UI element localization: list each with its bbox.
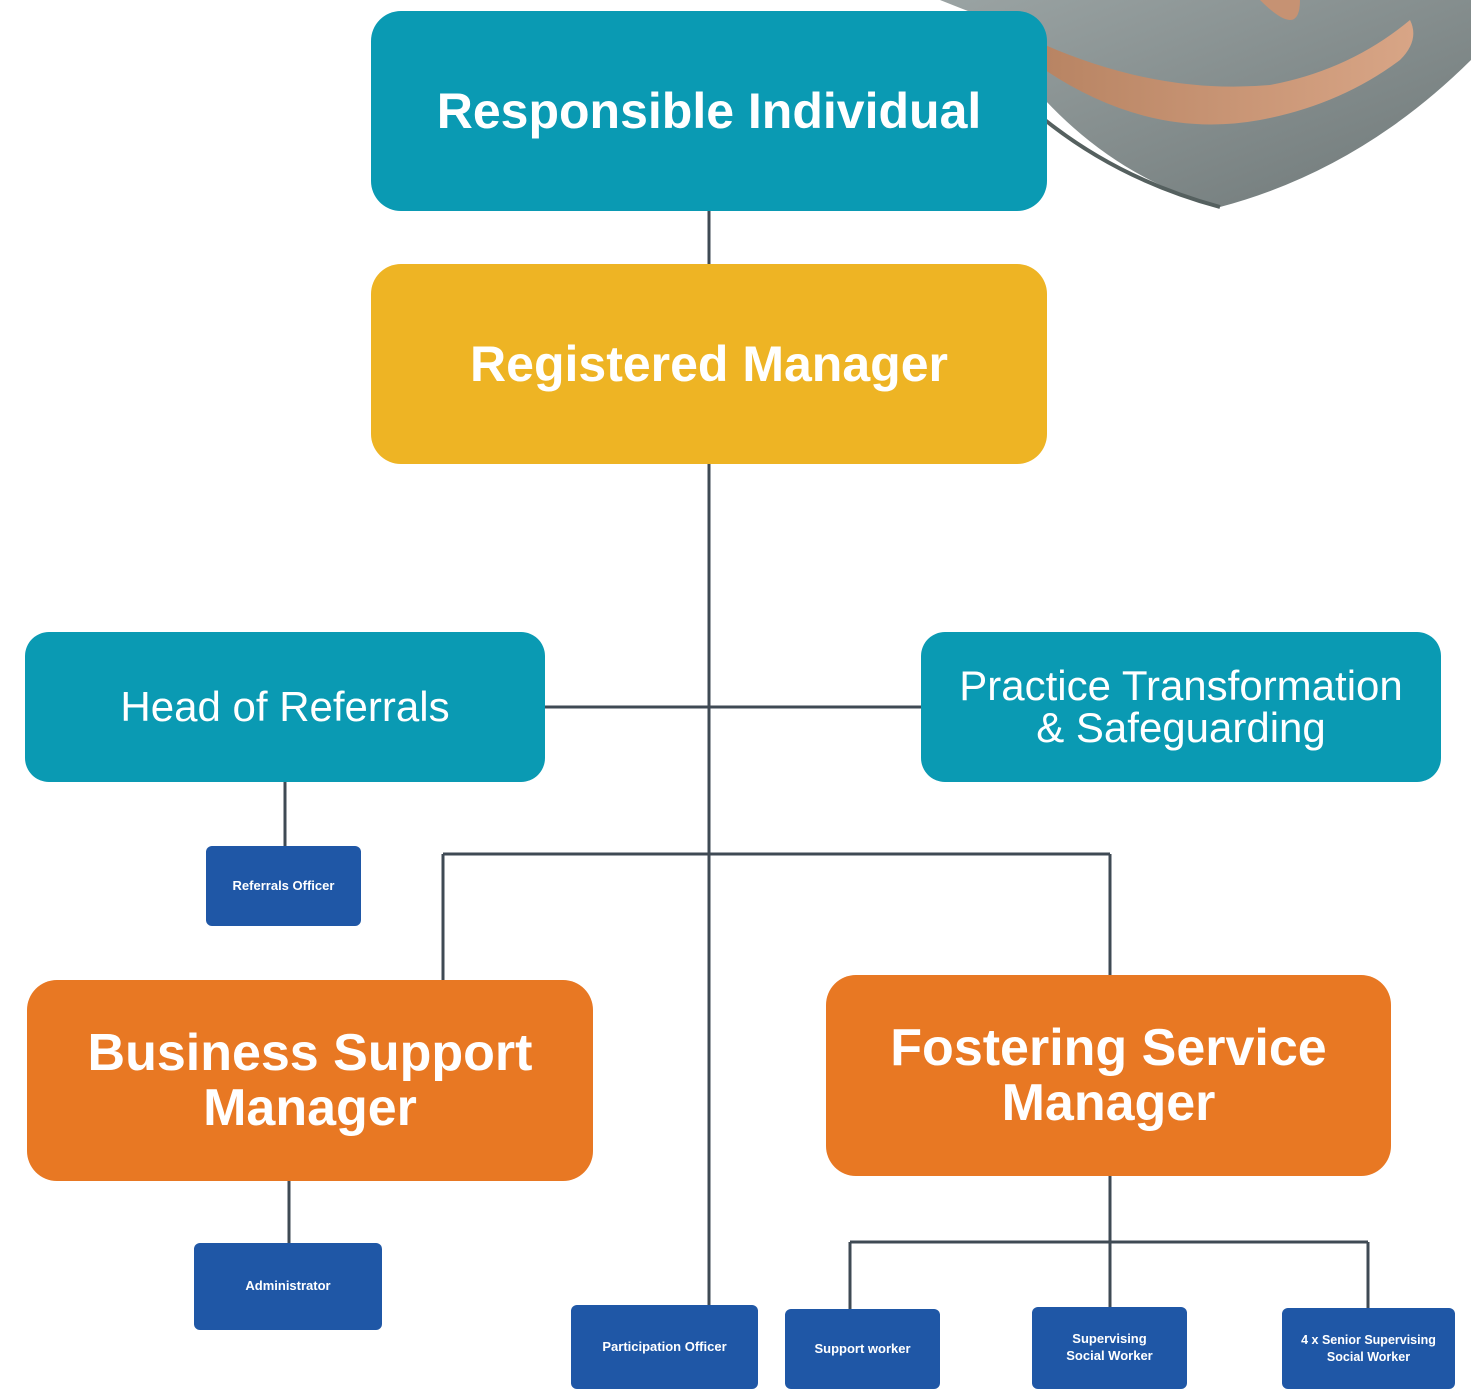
administrator-label: Administrator <box>245 1278 331 1294</box>
support-worker-box: Support worker <box>785 1309 940 1389</box>
practice-transformation-label-line1: Practice Transformation <box>959 662 1403 709</box>
supervising-social-worker-box: Supervising Social Worker <box>1032 1307 1187 1389</box>
practice-transformation-box: Practice Transformation & Safeguarding <box>921 632 1441 782</box>
fostering-service-manager-label-line1: Fostering Service <box>890 1018 1327 1077</box>
senior-supervising-social-worker-box: 4 x Senior Supervising Social Worker <box>1282 1308 1455 1389</box>
participation-officer-box: Participation Officer <box>571 1305 758 1389</box>
responsible-individual-label: Responsible Individual <box>436 83 982 139</box>
fostering-service-manager-box: Fostering Service Manager <box>826 975 1391 1176</box>
business-support-manager-box: Business Support Manager <box>27 980 593 1181</box>
business-support-manager-label-line1: Business Support <box>87 1023 533 1082</box>
referrals-officer-box: Referrals Officer <box>206 846 361 926</box>
support-worker-label: Support worker <box>814 1340 911 1356</box>
supervising-social-worker-label-line2: Social Worker <box>1066 1348 1153 1363</box>
head-of-referrals-label: Head of Referrals <box>120 683 450 730</box>
participation-officer-label: Participation Officer <box>602 1338 727 1354</box>
supervising-social-worker-label-line1: Supervising <box>1072 1331 1147 1347</box>
administrator-box: Administrator <box>194 1243 382 1330</box>
responsible-individual-box: Responsible Individual <box>371 11 1047 211</box>
fostering-service-manager-label-line2: Manager <box>1001 1073 1216 1132</box>
registered-manager-box: Registered Manager <box>371 264 1047 464</box>
registered-manager-label: Registered Manager <box>470 336 948 392</box>
senior-supervising-social-worker-label-line2: Social Worker <box>1326 1349 1411 1364</box>
senior-supervising-social-worker-label-line1: 4 x Senior Supervising <box>1301 1333 1436 1348</box>
referrals-officer-label: Referrals Officer <box>232 877 335 893</box>
business-support-manager-label-line2: Manager <box>203 1078 417 1137</box>
head-of-referrals-box: Head of Referrals <box>25 632 545 782</box>
practice-transformation-label-line2: & Safeguarding <box>1036 704 1326 751</box>
